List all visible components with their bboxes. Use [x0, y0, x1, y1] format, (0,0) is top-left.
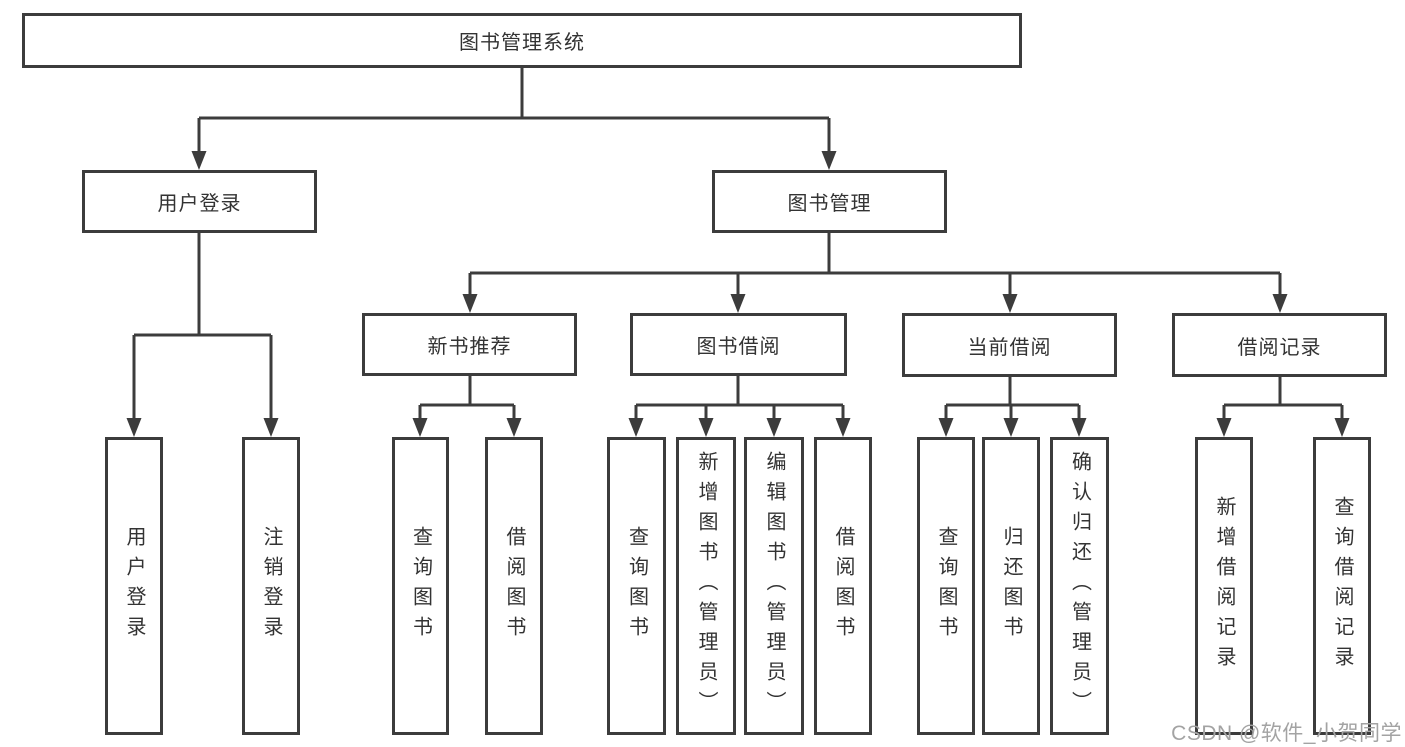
arrowhead-icon: [938, 418, 954, 437]
arrowhead-icon: [766, 418, 782, 437]
arrowhead-icon: [191, 151, 207, 170]
arrowhead-icon: [1334, 418, 1350, 437]
arrowhead-icon: [126, 418, 142, 437]
watermark: CSDN @软件_小贺同学: [1171, 717, 1402, 747]
leaf-confirm-return-admin-label: 确认归还（管理员）: [1068, 451, 1091, 721]
arrowhead-icon: [730, 294, 746, 313]
node-new-book-recommend: 新书推荐: [362, 313, 577, 376]
arrowhead-icon: [1002, 294, 1018, 313]
leaf-add-books-admin: 新增图书（管理员）: [676, 437, 736, 735]
connector-bookmgmt-to-level3: [468, 233, 1282, 295]
leaf-user-login: 用户登录: [105, 437, 163, 735]
node-root: 图书管理系统: [22, 13, 1022, 68]
node-root-label: 图书管理系统: [459, 32, 585, 54]
leaf-query-books-recommend-label: 查询图书: [409, 526, 432, 646]
node-book-management-label: 图书管理: [787, 193, 872, 215]
arrowhead-icon: [1216, 418, 1232, 437]
arrowhead-icon: [821, 151, 837, 170]
leaf-borrow-books-recommend-label: 借阅图书: [503, 526, 525, 646]
leaf-query-books-current: 查询图书: [917, 437, 975, 735]
leaf-return-books-label: 归还图书: [1000, 526, 1022, 646]
leaf-query-books-borrow-label: 查询图书: [625, 526, 648, 646]
connector-userlogin-to-leaves: [132, 233, 273, 419]
watermark-text: CSDN @软件_小贺同学: [1171, 722, 1402, 745]
leaf-borrow-books-recommend: 借阅图书: [485, 437, 543, 735]
connector-root-to-level2: [197, 68, 831, 152]
node-current-borrow-label: 当前借阅: [967, 336, 1052, 359]
arrowhead-icon: [263, 418, 279, 437]
arrowhead-icon: [835, 418, 851, 437]
leaf-confirm-return-admin: 确认归还（管理员）: [1050, 437, 1109, 735]
leaf-query-books-recommend: 查询图书: [392, 437, 449, 735]
leaf-return-books: 归还图书: [982, 437, 1040, 735]
arrowhead-icon: [1272, 294, 1288, 313]
connector-currentborrow-to-leaves: [944, 377, 1081, 419]
node-book-borrow: 图书借阅: [630, 313, 847, 376]
leaf-add-borrow-record-label: 新增借阅记录: [1213, 496, 1235, 676]
node-user-login: 用户登录: [82, 170, 317, 233]
connector-borrowrecords-to-leaves: [1222, 377, 1344, 419]
leaf-borrow-books-label: 借阅图书: [832, 526, 854, 646]
node-book-borrow-label: 图书借阅: [696, 336, 781, 358]
arrowhead-icon: [698, 418, 714, 437]
arrowhead-icon: [462, 294, 478, 313]
node-borrow-records-label: 借阅记录: [1237, 336, 1322, 359]
leaf-query-books-current-label: 查询图书: [935, 526, 957, 646]
node-user-login-label: 用户登录: [157, 193, 242, 215]
leaf-logout-label: 注销登录: [260, 526, 282, 646]
leaf-add-books-admin-label: 新增图书（管理员）: [695, 451, 717, 721]
node-current-borrow: 当前借阅: [902, 313, 1117, 377]
leaf-query-books-borrow: 查询图书: [607, 437, 666, 735]
leaf-borrow-books: 借阅图书: [814, 437, 872, 735]
leaf-user-login-label: 用户登录: [123, 526, 145, 646]
leaf-query-borrow-record: 查询借阅记录: [1313, 437, 1371, 735]
node-borrow-records: 借阅记录: [1172, 313, 1387, 377]
arrowhead-icon: [1071, 418, 1087, 437]
leaf-query-borrow-record-label: 查询借阅记录: [1331, 496, 1353, 676]
arrowhead-icon: [412, 418, 428, 437]
arrowhead-icon: [628, 418, 644, 437]
connector-bookborrow-to-leaves: [634, 376, 845, 419]
leaf-logout: 注销登录: [242, 437, 300, 735]
arrowhead-icon: [506, 418, 522, 437]
node-new-book-recommend-label: 新书推荐: [427, 336, 512, 358]
arrowhead-icon: [1003, 418, 1019, 437]
leaf-edit-books-admin-label: 编辑图书（管理员）: [763, 451, 785, 721]
connector-newbook-to-leaves: [418, 376, 516, 419]
leaf-edit-books-admin: 编辑图书（管理员）: [744, 437, 804, 735]
node-book-management: 图书管理: [712, 170, 947, 233]
leaf-add-borrow-record: 新增借阅记录: [1195, 437, 1253, 735]
